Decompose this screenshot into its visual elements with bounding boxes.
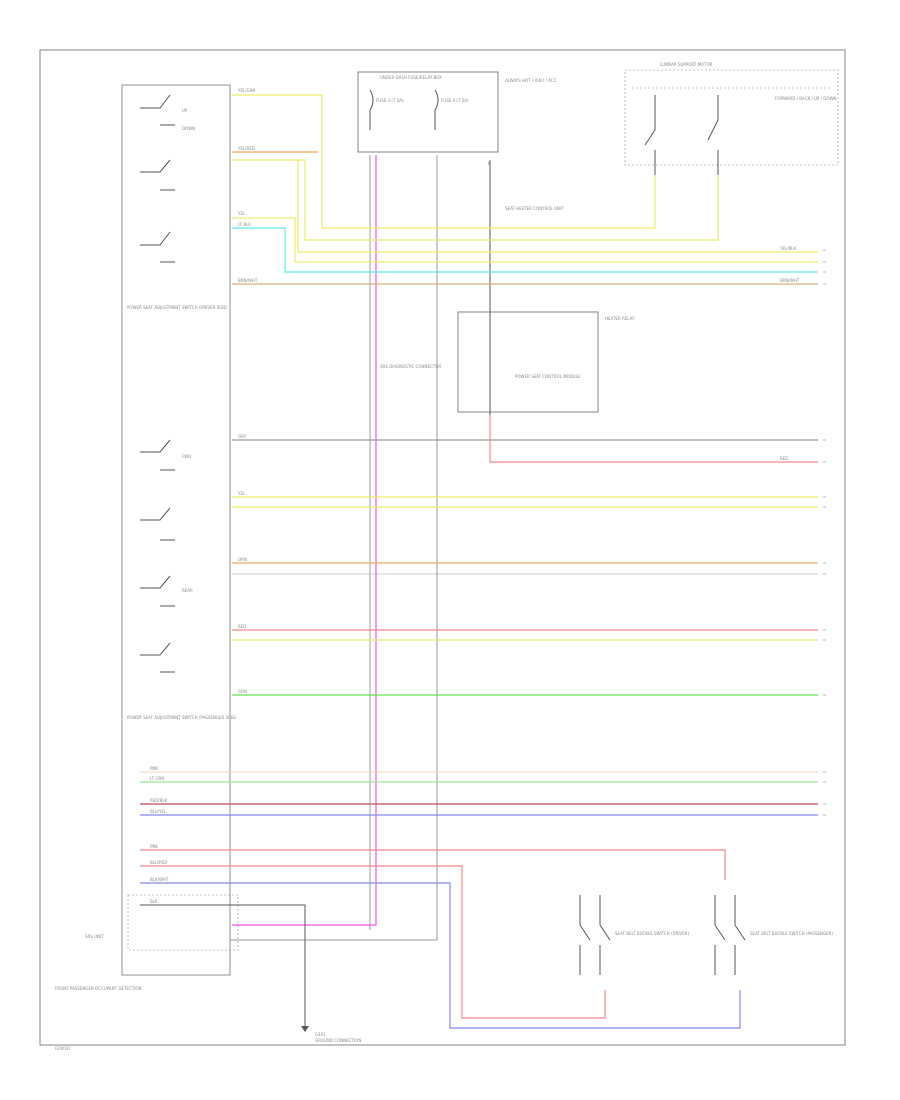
label-gry: GRY: [238, 434, 247, 439]
label-lt-grn: LT GRN: [150, 776, 164, 781]
wire-salmon: [140, 865, 606, 1019]
label-brn-wht-r: BRN/WHT: [780, 278, 800, 283]
label-lt-blu: LT BLU: [238, 222, 251, 227]
label-blk: BLK: [150, 899, 158, 904]
label-brn-wht: BRN/WHT: [238, 278, 258, 283]
fuse-box-title: UNDER-DASH FUSE/RELAY BOX: [380, 75, 442, 80]
heater-relay-box: [457, 311, 599, 413]
relay-box-note: POWER SEAT CONTROL MODULE: [515, 374, 581, 379]
ground-arrow: [301, 1026, 309, 1032]
wire-blk: [140, 904, 306, 1028]
lower-switch-1: [140, 439, 175, 471]
buckle-switch-1: [579, 895, 591, 975]
right-terminals: [823, 249, 826, 816]
upper-switch-label: POWER SEAT ADJUSTMENT SWITCH (DRIVER SID…: [127, 305, 228, 310]
lower-switch-4: [140, 642, 175, 673]
page-label: G00047: [55, 1046, 71, 1051]
wire-cyan: [232, 227, 818, 273]
switch-term-rear: REAR: [182, 588, 193, 593]
lower-switch-label: POWER SEAT ADJUSTMENT SWITCH (PASSENGER …: [127, 715, 237, 720]
label-grn: GRN: [238, 689, 247, 694]
lower-switch-group: FWD REAR: [140, 439, 193, 673]
wire-yel-4: [232, 217, 818, 263]
g401-label: G401: [315, 1032, 326, 1037]
label-pnk-2: PNK: [150, 844, 158, 849]
wire-yel-2: [232, 159, 719, 241]
switch-term-fwd: FWD: [182, 454, 191, 459]
label-orn: ORN: [238, 557, 247, 562]
fuse-a-label: FUSE 3 (7.5A): [376, 98, 404, 103]
label-pnk: PNK: [150, 766, 158, 771]
label-blu-red: BLU/RED: [150, 860, 167, 865]
label-yel-blk-r: YEL/BLK: [779, 246, 797, 251]
magenta-wire: [232, 155, 377, 926]
lumbar-support-box: [624, 69, 839, 166]
switch-term-down: DOWN: [182, 126, 195, 131]
buckle-switch-2-label: SEAT BELT BUCKLE SWITCH (PASSENGER): [750, 931, 833, 936]
fuse-box: [357, 71, 499, 153]
lumbar-switch-b: [707, 95, 719, 175]
label-blu-yel: BLU/YEL: [150, 809, 167, 814]
wire-red-relay: [489, 415, 818, 463]
label-yel-red: YEL/RED: [237, 146, 255, 151]
lumbar-switch-a: [644, 95, 656, 175]
wire-blue-2: [140, 882, 741, 1029]
fuse-a-symbol: [369, 89, 374, 130]
upper-switch-1: [140, 94, 175, 126]
vertical-note: SRS DIAGNOSTIC CONNECTOR: [380, 364, 441, 369]
buckle-switch-2b: [734, 895, 746, 975]
label-yel-2: YEL: [237, 491, 246, 496]
fuse-box-side-note: ALWAYS HOT / IGN I / ACC: [505, 78, 557, 83]
label-red-r: RED: [780, 456, 788, 461]
fuse-b-symbol: [434, 89, 439, 130]
ground-connection-label: GROUND CONNECTION: [315, 1038, 361, 1043]
buckle-switch-1-label: SEAT BELT BUCKLE SWITCH (DRIVER): [615, 931, 690, 936]
upper-switch-3: [140, 231, 175, 263]
label-red-blk: RED/BLK: [150, 798, 168, 803]
label-blk-wht: BLK/WHT: [150, 877, 169, 882]
upper-switch-2: [140, 159, 175, 191]
fuse-b-label: FUSE 4 (7.5A): [441, 98, 469, 103]
srs-connector-box: [127, 894, 239, 951]
upper-switch-group: UP DOWN: [140, 94, 195, 263]
srs-unit-note: FRONT PASSENGER OCCUPANT DETECTION: [55, 986, 142, 991]
lumbar-title: LUMBAR SUPPORT MOTOR: [660, 62, 713, 67]
buckle-switch-2: [714, 895, 726, 975]
wire-red-buckle: [140, 849, 726, 880]
diagram-frame: [39, 49, 846, 1046]
wire-yel-1: [232, 94, 656, 229]
lower-switch-2: [140, 507, 175, 541]
switch-term-up: UP: [182, 108, 188, 113]
wire-yel-3: [297, 160, 818, 253]
label-yel: YEL: [237, 211, 246, 216]
lumbar-note: FORWARD / BACK / UP / DOWN: [775, 96, 836, 101]
srs-unit-label: SRS UNIT: [85, 934, 104, 939]
label-red: RED: [238, 624, 246, 629]
buckle-switch-1b: [599, 895, 611, 975]
lower-switch-3: [140, 575, 175, 607]
seat-heater-note: SEAT HEATER CONTROL UNIT: [505, 206, 564, 211]
steering-column-switch-body: [121, 84, 231, 976]
relay-box-label: HEATER RELAY: [605, 316, 635, 321]
buckle-switches: SEAT BELT BUCKLE SWITCH (DRIVER) SEAT BE…: [579, 895, 833, 975]
label-yel-grn: YEL/GRN: [237, 88, 255, 93]
